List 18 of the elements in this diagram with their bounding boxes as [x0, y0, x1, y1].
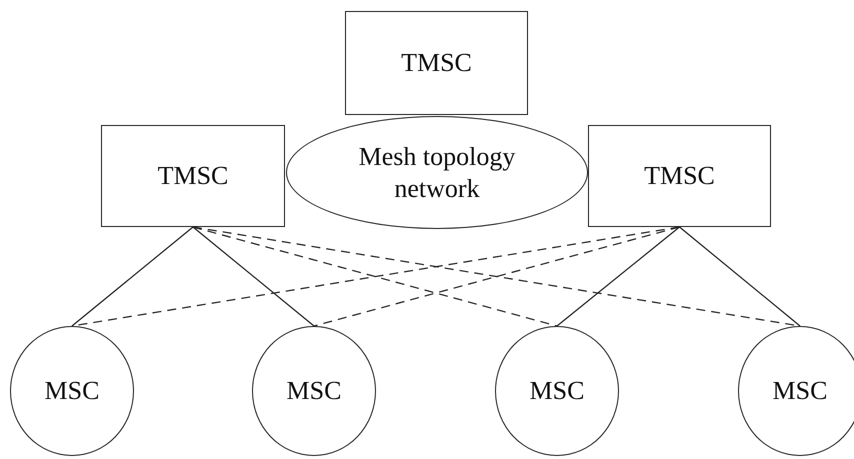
network-ellipse [286, 116, 588, 229]
dashed-connector [314, 226, 680, 327]
dashed-connector [192, 226, 558, 327]
node-label: TMSC [401, 47, 472, 79]
node-label: MSC [44, 375, 100, 407]
tmsc-box [101, 125, 285, 227]
node-label: MSC [772, 375, 828, 407]
node-label: MSC [286, 375, 342, 407]
node-label: MSC [530, 375, 584, 407]
connector [192, 226, 314, 326]
tmsc-box [345, 11, 528, 115]
node-label: TMSC [644, 160, 715, 192]
connector [679, 226, 800, 326]
connector [556, 226, 680, 326]
connector [72, 226, 194, 326]
node-label: Mesh topology network [358, 140, 516, 204]
tmsc-box [588, 125, 771, 227]
node-label: TMSC [158, 160, 228, 192]
